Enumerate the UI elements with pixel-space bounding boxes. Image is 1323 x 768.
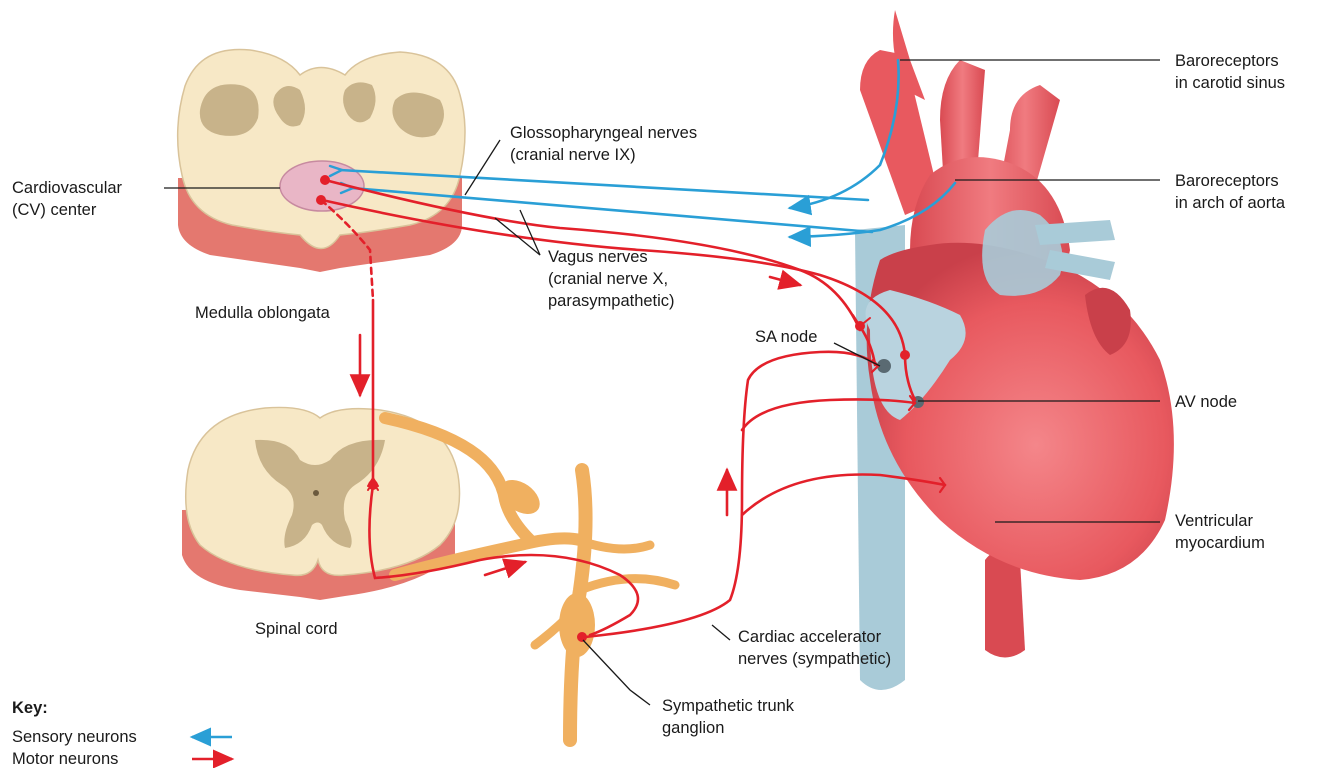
cv-center-label: Cardiovascular (CV) center bbox=[12, 179, 127, 219]
vagus-nerves-label: Vagus nerves (cranial nerve X, parasympa… bbox=[548, 248, 675, 310]
legend-motor-label: Motor neurons bbox=[12, 750, 118, 768]
baroreceptors-aorta-label: Baroreceptors in arch of aorta bbox=[1175, 172, 1286, 212]
spinal-cord-neuron bbox=[368, 480, 378, 490]
glossopharyngeal-label: Glossopharyngeal nerves (cranial nerve I… bbox=[510, 124, 702, 164]
sa-node-label: SA node bbox=[755, 328, 817, 346]
vagus-ganglion-neuron bbox=[855, 321, 865, 331]
cv-center-neuron bbox=[316, 195, 326, 205]
vagus-ganglion-neuron bbox=[900, 350, 910, 360]
medulla-label: Medulla oblongata bbox=[195, 304, 331, 322]
ventricular-myocardium-label: Ventricular myocardium bbox=[1175, 512, 1265, 552]
legend: Key: Sensory neurons Motor neurons bbox=[12, 699, 232, 768]
sympathetic-ganglion-neuron bbox=[577, 632, 587, 642]
baroreceptors-carotid-label: Baroreceptors in carotid sinus bbox=[1175, 52, 1285, 92]
sympathetic-ganglion-label: Sympathetic trunk ganglion bbox=[662, 697, 799, 737]
heart-illustration bbox=[855, 10, 1174, 690]
medulla-oblongata-illustration bbox=[178, 49, 465, 272]
av-node-label: AV node bbox=[1175, 393, 1237, 411]
cv-center-neuron bbox=[320, 175, 330, 185]
legend-sensory-label: Sensory neurons bbox=[12, 728, 137, 746]
legend-title: Key: bbox=[12, 699, 48, 717]
spinal-cord-label: Spinal cord bbox=[255, 620, 338, 638]
cardiac-accelerator-line bbox=[585, 352, 878, 637]
